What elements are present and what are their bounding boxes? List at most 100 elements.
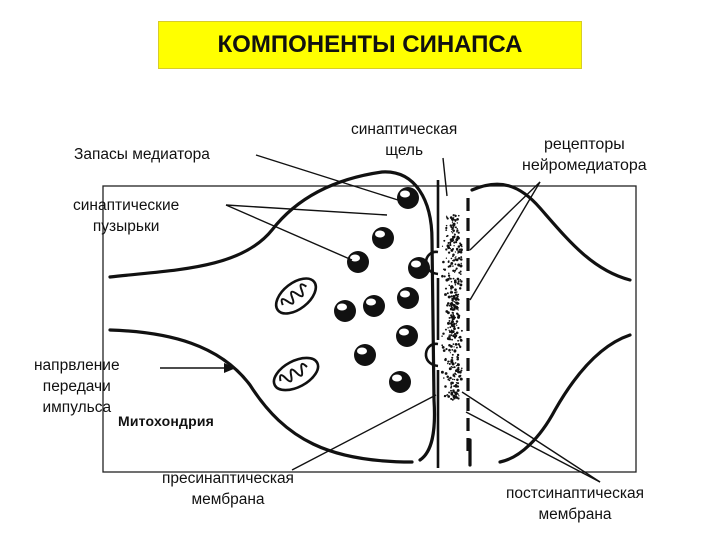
mediator-dot	[445, 224, 448, 227]
mediator-dot	[450, 231, 453, 233]
mediator-dot	[457, 393, 459, 395]
mediator-dot	[450, 287, 452, 290]
leader-vesicles-b	[225, 204, 353, 261]
mediator-dot	[454, 269, 457, 272]
mediator-dot	[455, 305, 458, 309]
vesicle	[396, 325, 418, 347]
mediator-dot	[444, 293, 447, 296]
mediator-dot	[445, 348, 448, 351]
mediator-dot	[445, 235, 448, 238]
mediator-dot	[452, 366, 454, 369]
mediator-dot	[449, 307, 453, 311]
mediator-dot	[457, 297, 459, 299]
mediator-dot	[450, 240, 452, 243]
mediator-dot	[451, 236, 454, 238]
mediator-dot	[441, 274, 444, 278]
label-mitochondria: Митохондрия	[118, 413, 215, 429]
mediator-dot	[459, 374, 462, 377]
mediator-dot	[444, 385, 447, 388]
mediator-dot	[448, 391, 451, 394]
label-receptors: рецепторы нейромедиатора	[522, 136, 647, 174]
mediator-dot	[457, 282, 460, 285]
mediator-dot	[457, 252, 459, 254]
mediator-dot	[454, 281, 457, 284]
mediator-dot	[454, 214, 457, 218]
mediator-dot	[446, 278, 450, 281]
mediator-dot	[448, 260, 450, 262]
mediator-dot	[456, 324, 458, 326]
mediator-dot	[445, 226, 448, 230]
vesicle	[397, 287, 419, 309]
mediator-dot	[451, 288, 453, 290]
mediator-dot	[448, 284, 451, 287]
mediator-dot	[458, 336, 460, 339]
mediator-dot	[453, 322, 456, 326]
mediator-dot	[450, 383, 452, 386]
mediator-dot	[456, 378, 459, 382]
mediator-dot	[455, 293, 458, 295]
mediator-dot	[449, 264, 452, 267]
mediator-dot	[454, 220, 456, 222]
mediator-dot	[446, 304, 449, 307]
mediator-dot	[457, 309, 459, 311]
mediator-dot	[445, 257, 448, 259]
mediator-dot	[455, 241, 458, 244]
mediator-dot	[457, 326, 460, 330]
mediator-dot	[447, 251, 451, 254]
mediator-dot	[451, 262, 453, 265]
mediator-dot	[451, 353, 454, 356]
diagram-frame	[102, 185, 637, 473]
mediator-dot	[455, 331, 459, 335]
mediator-dot	[450, 365, 453, 368]
mediator-dot	[455, 258, 459, 262]
mediator-dot	[450, 314, 453, 317]
mediator-dot	[457, 397, 460, 400]
vesicle	[334, 300, 356, 322]
mediator-dot	[447, 362, 449, 365]
mediator-dot	[456, 277, 460, 281]
mediator-dot	[453, 216, 455, 218]
mediator-dot	[459, 335, 461, 338]
mediator-dot	[447, 395, 451, 398]
label-mediator-stores: Запасы медиатора	[74, 146, 210, 163]
mediator-dot	[450, 334, 453, 337]
mediator-dot	[451, 356, 454, 359]
page-title: КОМПОНЕНТЫ СИНАПСА	[217, 31, 523, 58]
mitochondrion-upper	[274, 277, 318, 315]
label-synaptic-cleft: синаптическая щель	[351, 121, 458, 159]
leader-postsynaptic-a	[461, 391, 601, 483]
label-postsynaptic-membrane: постсинаптическая мембрана	[506, 485, 645, 523]
mediator-dot	[454, 336, 456, 339]
mediator-dot	[457, 231, 460, 234]
mediator-dot	[456, 353, 460, 357]
mediator-dot	[448, 277, 451, 279]
mediator-dot	[453, 349, 457, 353]
mediator-dot	[457, 257, 461, 260]
mediator-dot	[445, 310, 449, 313]
mediator-dot	[450, 285, 454, 288]
mediator-dot	[460, 329, 463, 332]
mediator-dot	[448, 334, 451, 336]
mediator-dot	[450, 280, 453, 283]
mediator-dot	[450, 257, 453, 260]
mediator-dot	[449, 360, 451, 362]
mediator-dot	[456, 229, 459, 232]
mediator-dot	[452, 269, 455, 273]
mediator-dot	[447, 274, 450, 276]
mediator-dot	[456, 358, 459, 361]
mediator-dot	[452, 334, 455, 338]
mediator-dot	[440, 370, 444, 374]
mediator-dot	[450, 389, 452, 392]
leader-vesicles-a	[225, 204, 388, 216]
mediator-dot	[453, 292, 456, 294]
mediator-dot	[456, 306, 459, 309]
presynaptic-terminal	[108, 170, 437, 464]
mediator-dot	[449, 277, 452, 280]
mediator-dot	[456, 228, 458, 230]
mediator-dot	[460, 262, 462, 265]
mediator-dot	[459, 243, 463, 247]
mediator-dot	[451, 297, 454, 301]
mediator-dot	[443, 275, 446, 278]
mediator-dot	[447, 378, 450, 381]
mediator-dot	[452, 373, 454, 375]
